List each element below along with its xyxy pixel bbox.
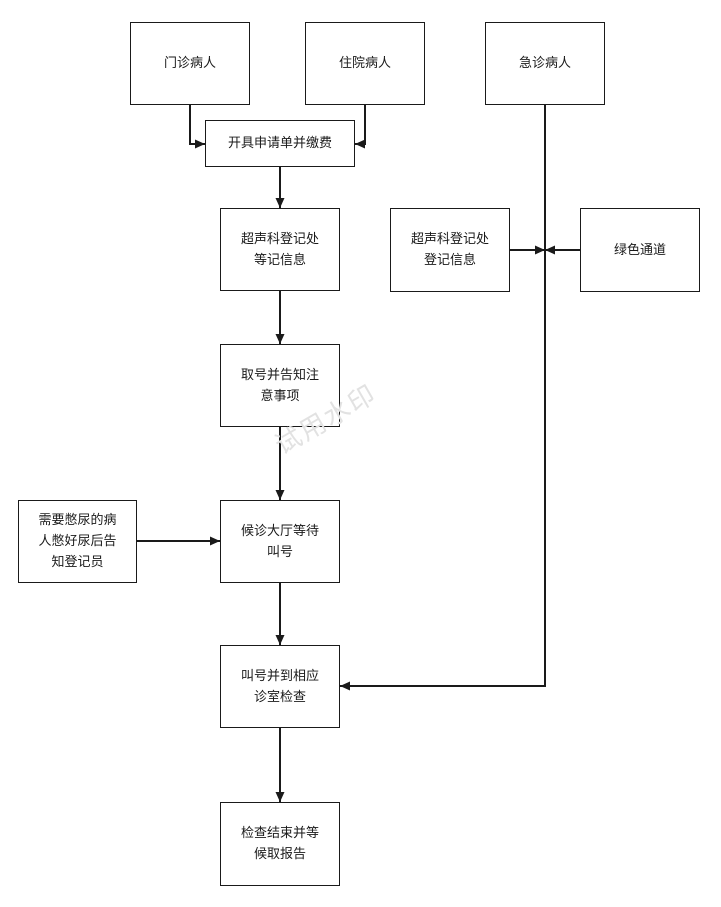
arrow-outpatient-to-apply-pay [189,105,205,149]
node-label-line: 意事项 [260,388,300,404]
node-label-line: 叫号 [266,544,293,560]
node-label-line: 急诊病人 [518,56,571,71]
node-full-bladder: 需要憋尿的病 人憋好尿后告 知登记员 [18,500,137,583]
node-register-emergency: 超声科登记处 登记信息 [390,208,510,292]
node-take-number: 取号并告知注 意事项 [220,344,340,427]
node-outpatient: 门诊病人 [130,22,250,105]
node-label-line: 知登记员 [51,555,104,570]
node-label-line: 门诊病人 [163,56,216,71]
node-label-line: 绿色通道 [613,242,666,258]
node-label-line: 开具申请单并缴费 [227,136,332,151]
node-inpatient: 住院病人 [305,22,425,105]
node-finish-report: 检查结束并等 候取报告 [220,802,340,886]
node-label-line: 等记信息 [253,252,306,268]
node-label-line: 候诊大厅等待 [240,523,319,539]
node-label-line: 取号并告知注 [240,367,319,383]
node-emergency: 急诊病人 [485,22,605,105]
node-label-line: 超声科登记处 [240,231,319,247]
node-label-line: 诊室检查 [253,689,306,705]
node-apply-pay: 开具申请单并缴费 [205,120,355,167]
arrow-emergency-to-call-exam [340,105,546,691]
node-label-line: 检查结束并等 [240,826,319,841]
node-label-line: 候取报告 [253,847,306,862]
node-label-line: 超声科登记处 [410,232,489,247]
node-label-line: 登记信息 [423,253,476,268]
node-call-exam: 叫号并到相应 诊室检查 [220,645,340,728]
arrow-inpatient-to-apply-pay [355,105,366,149]
node-label-line: 人憋好尿后告 [38,534,117,549]
node-label-line: 需要憋尿的病 [38,513,117,528]
node-green-channel: 绿色通道 [580,208,700,292]
node-label-line: 叫号并到相应 [240,668,319,684]
node-register-main: 超声科登记处 等记信息 [220,208,340,291]
node-label-line: 住院病人 [338,56,391,71]
node-waiting-hall: 候诊大厅等待 叫号 [220,500,340,583]
